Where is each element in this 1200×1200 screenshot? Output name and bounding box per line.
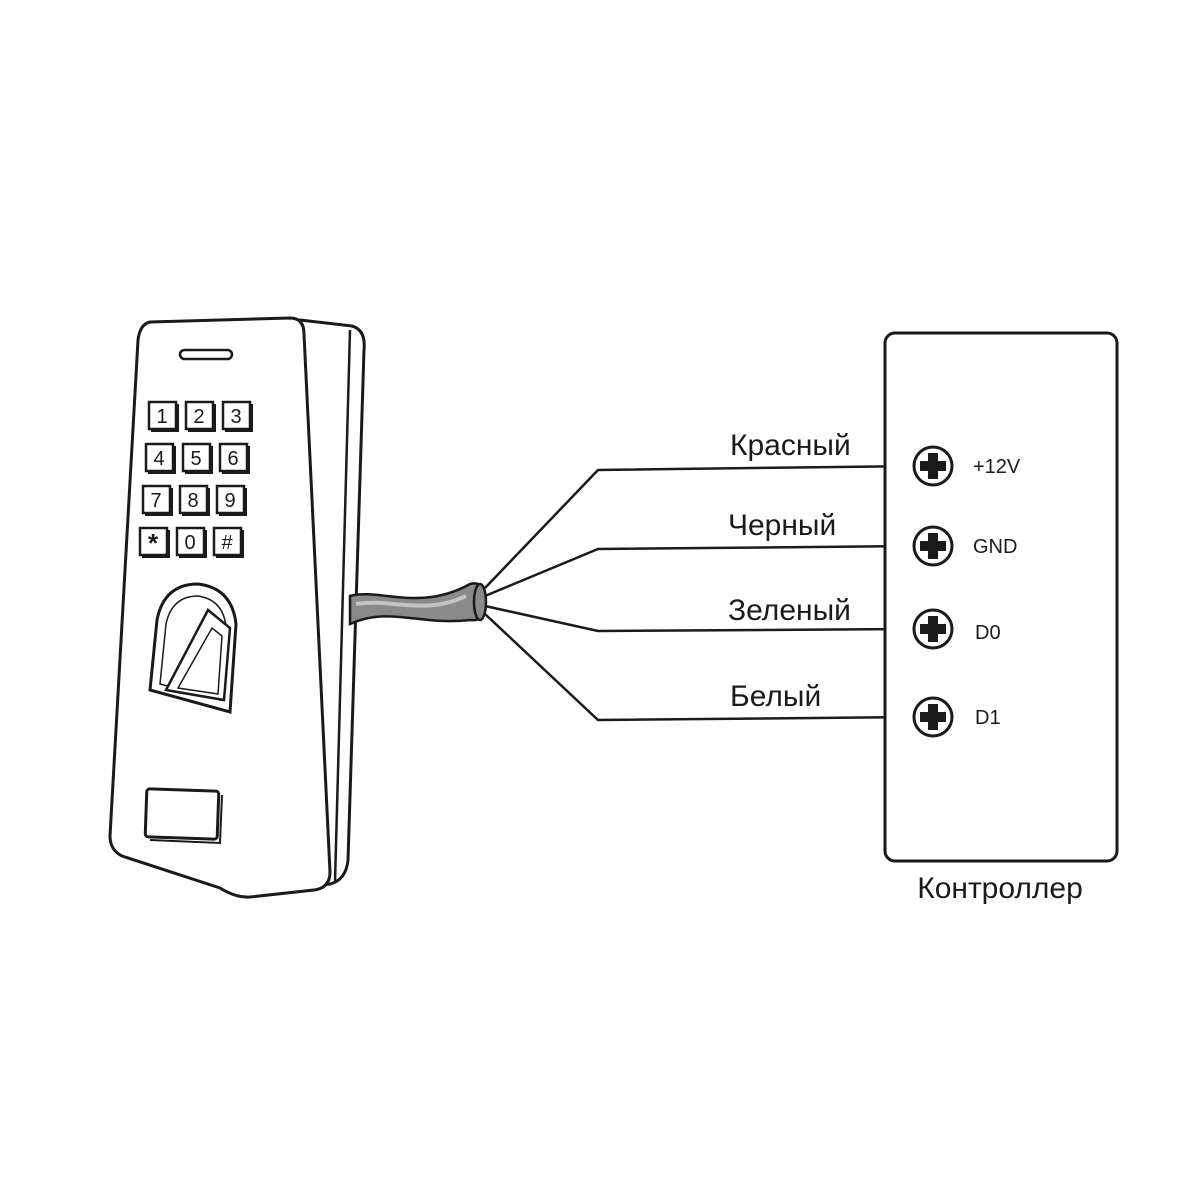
wire-red bbox=[484, 464, 916, 589]
key-9[interactable]: 9 bbox=[215, 484, 247, 516]
wire-label-green: Зеленый bbox=[728, 594, 851, 627]
key-1[interactable]: 1 bbox=[147, 400, 179, 432]
wires bbox=[484, 464, 916, 722]
card-reader-shadow bbox=[149, 794, 223, 845]
key-star-label: * bbox=[148, 528, 159, 558]
cable-highlight bbox=[355, 594, 467, 608]
key-5[interactable]: 5 bbox=[181, 442, 213, 474]
key-7-label: 7 bbox=[150, 490, 161, 512]
keypad: 1 2 3 4 5 bbox=[138, 400, 253, 558]
fingerprint-prism-inner bbox=[176, 626, 223, 695]
key-3[interactable]: 3 bbox=[221, 400, 253, 432]
fingerprint-sensor[interactable] bbox=[148, 582, 238, 714]
terminal-label-d0: D0 bbox=[975, 622, 1001, 644]
reader-side-edge bbox=[333, 329, 352, 883]
key-6-label: 6 bbox=[227, 448, 238, 470]
cable bbox=[348, 582, 488, 626]
controller: +12V GND D0 D1 bbox=[883, 331, 1119, 863]
controller-caption: Контроллер bbox=[917, 872, 1083, 905]
terminal-gnd-screw[interactable] bbox=[912, 525, 954, 567]
key-3-label: 3 bbox=[230, 406, 241, 428]
key-6[interactable]: 6 bbox=[218, 442, 250, 474]
terminal-label-d1: D1 bbox=[975, 707, 1001, 729]
terminal-label-gnd: GND bbox=[973, 536, 1017, 558]
terminal-label-12v: +12V bbox=[973, 456, 1021, 478]
card-reader-window[interactable] bbox=[143, 787, 221, 841]
key-hash-label: # bbox=[221, 532, 233, 554]
key-0[interactable]: 0 bbox=[175, 526, 207, 558]
key-9-label: 9 bbox=[224, 490, 235, 512]
controller-box bbox=[883, 331, 1119, 863]
key-4[interactable]: 4 bbox=[144, 442, 176, 474]
key-7[interactable]: 7 bbox=[141, 484, 173, 516]
wire-white bbox=[484, 613, 916, 722]
fingerprint-window-inner bbox=[159, 595, 227, 701]
reader-device: 1 2 3 4 5 bbox=[108, 316, 366, 899]
terminal-12v-screw[interactable] bbox=[912, 445, 954, 487]
fingerprint-prism bbox=[164, 608, 232, 702]
key-0-label: 0 bbox=[184, 532, 195, 554]
key-2[interactable]: 2 bbox=[184, 400, 216, 432]
key-hash[interactable]: # bbox=[212, 526, 244, 558]
key-8-label: 8 bbox=[187, 490, 198, 512]
wire-label-red: Красный bbox=[730, 429, 851, 462]
key-5-label: 5 bbox=[190, 448, 201, 470]
key-2-label: 2 bbox=[193, 406, 204, 428]
wire-label-white: Белый bbox=[730, 680, 821, 713]
key-1-label: 1 bbox=[156, 406, 167, 428]
reader-led-slot bbox=[178, 348, 234, 361]
key-star[interactable]: * bbox=[138, 526, 170, 558]
terminal-d0-screw[interactable] bbox=[912, 608, 954, 650]
key-4-label: 4 bbox=[153, 448, 164, 470]
wire-green bbox=[484, 604, 916, 633]
cable-end bbox=[472, 582, 488, 622]
wire-black bbox=[484, 544, 916, 598]
terminal-d1-screw[interactable] bbox=[912, 696, 954, 738]
key-8[interactable]: 8 bbox=[178, 484, 210, 516]
wire-label-black: Черный bbox=[728, 509, 836, 542]
